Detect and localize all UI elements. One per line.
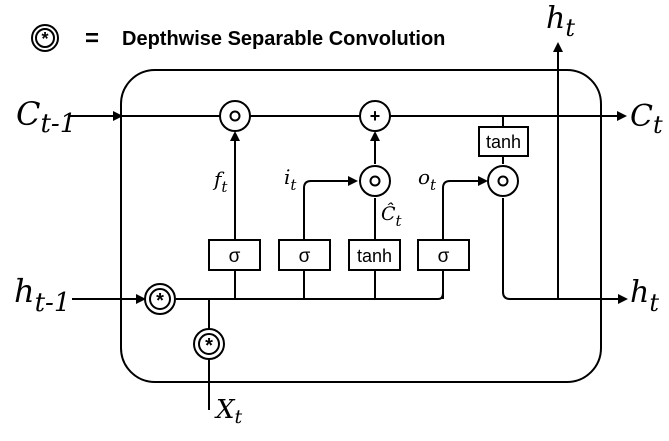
tanh-top-box (478, 126, 529, 157)
tanh-mid-box (348, 239, 401, 271)
h-top-label: ht (546, 1, 575, 42)
candidate-label: Ĉt (381, 202, 403, 230)
input-gate-line (303, 176, 358, 240)
add-symbol: + (370, 106, 381, 126)
output-multiply-node (487, 165, 519, 197)
hidden-conv-inner (149, 288, 171, 310)
legend-conv-icon-inner (35, 28, 55, 48)
sigma3-box (417, 239, 470, 271)
c-prev-label: Ct-1 (16, 95, 76, 139)
forget-multiply-inner (229, 110, 241, 122)
x-conv-inner (198, 333, 220, 355)
tanh-mid-label: tanh (357, 246, 392, 266)
sigma2-label: σ (299, 246, 311, 267)
legend: * = Depthwise Separable Convolution (31, 24, 445, 52)
add-node (359, 100, 391, 132)
x-conv-star: * (205, 335, 213, 357)
hidden-conv-star: * (156, 290, 164, 312)
tanh-top-label: tanh (486, 132, 521, 152)
output-gate-line (442, 176, 488, 240)
forget-gate-label: ft (212, 167, 228, 196)
x-input-label: Xt (214, 395, 243, 428)
input-multiply-inner (369, 175, 381, 187)
output-multiply-inner (497, 175, 509, 187)
c-next-label: Ct (630, 99, 663, 139)
h-prev-label: ht-1 (14, 272, 70, 318)
h-next-label: ht (630, 275, 659, 317)
legend-text: Depthwise Separable Convolution (122, 28, 445, 50)
forget-multiply-node (219, 100, 251, 132)
cell-border (120, 69, 602, 383)
sigma3-label: σ (438, 246, 450, 267)
sigma2-box (278, 239, 331, 271)
hidden-out-line (502, 198, 628, 304)
input-multiply-node (359, 165, 391, 197)
output-gate-label: ot (418, 165, 437, 194)
sigma1-label: σ (229, 246, 241, 267)
legend-equals: = (85, 25, 99, 52)
sigma1-box (208, 239, 261, 271)
input-gate-label: it (284, 165, 297, 194)
legend-conv-star: * (41, 29, 48, 49)
